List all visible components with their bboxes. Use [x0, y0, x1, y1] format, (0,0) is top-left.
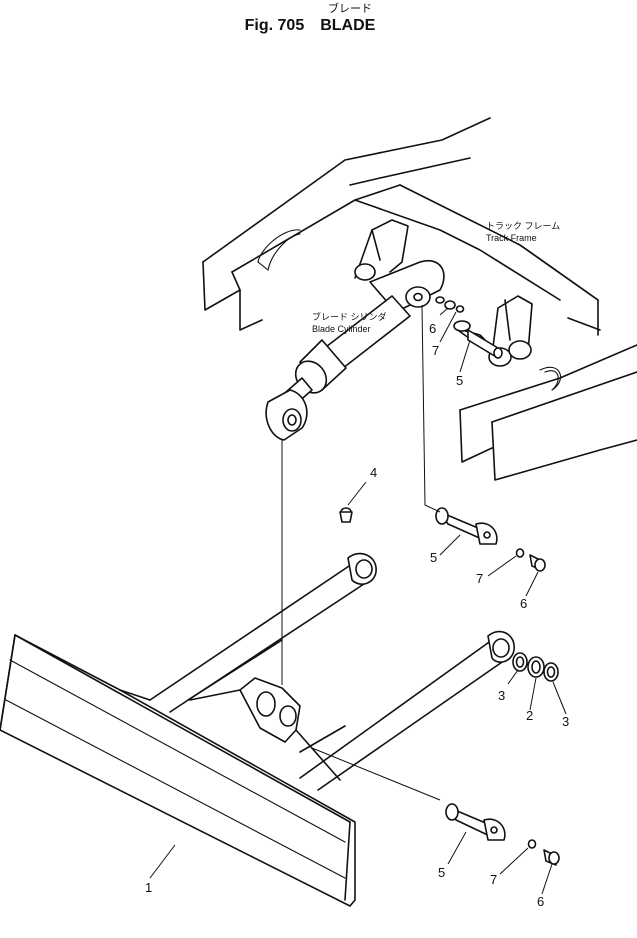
callout-5-top: 5 [456, 373, 463, 388]
callout-6-middle: 6 [520, 596, 527, 611]
alignment-lines [281, 304, 441, 801]
blade-cylinder [265, 259, 445, 441]
grease-fitting-icon [339, 507, 353, 523]
subtitle-jp: ブレード [328, 1, 372, 15]
callout-6-lower: 6 [537, 894, 544, 909]
blade-cylinder-label: Blade Cylinder [312, 324, 371, 334]
blade-cylinder-label-jp: ブレード シリンダ [312, 311, 387, 322]
callout-1: 1 [145, 880, 152, 895]
pin-middle [435, 507, 546, 572]
leader-lines [149, 307, 567, 895]
pin-lower [445, 803, 560, 866]
cylinder-pin-top [435, 296, 503, 359]
bearing-parts [512, 652, 559, 682]
callout-7-lower: 7 [490, 872, 497, 887]
callout-5-middle: 5 [430, 550, 437, 565]
callout-7-top: 7 [432, 343, 439, 358]
figure-title: Fig. 705 BLADE [245, 17, 376, 34]
callout-7-middle: 7 [476, 571, 483, 586]
track-frame-label-jp: トラック フレーム [486, 221, 560, 231]
callout-4: 4 [370, 465, 377, 480]
callout-2: 2 [526, 708, 533, 723]
callout-6-top: 6 [429, 321, 436, 336]
callout-3-right: 3 [562, 714, 569, 729]
track-frame [202, 117, 637, 481]
callout-5-lower: 5 [438, 865, 445, 880]
push-arms [149, 552, 515, 791]
track-frame-label: Track Frame [486, 233, 537, 243]
blade [0, 634, 356, 907]
callout-3-left: 3 [498, 688, 505, 703]
